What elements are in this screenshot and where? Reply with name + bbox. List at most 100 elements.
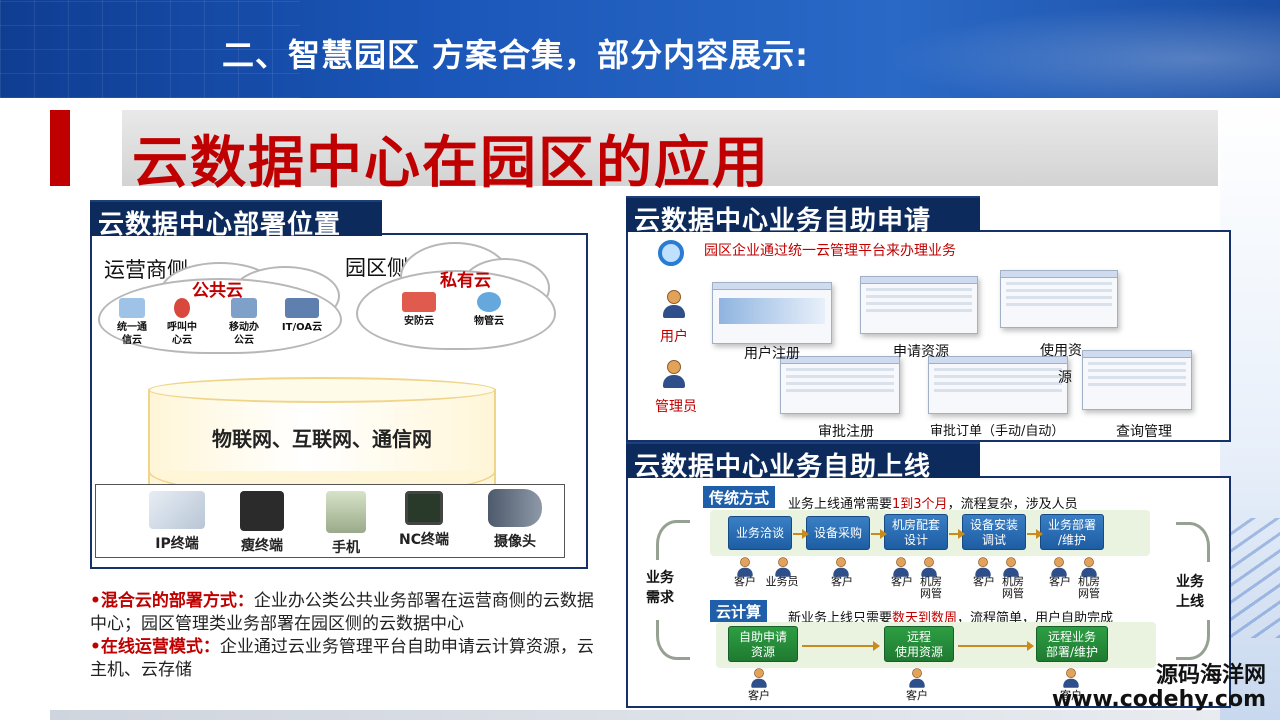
- main-title: 云数据中心在园区的应用: [132, 130, 770, 196]
- it-oa-cloud-label: IT/OA云: [281, 322, 323, 333]
- screenshot-approve-order: [928, 356, 1068, 414]
- flow-arrow: [949, 529, 965, 539]
- online-heading: 云数据中心业务自助上线: [626, 442, 980, 482]
- step-apply-resource: 申请资源: [893, 344, 949, 360]
- it-oa-cloud-icon: IT/OA云: [274, 298, 330, 334]
- cylinder-body: [148, 389, 496, 485]
- person-icon: [1051, 557, 1067, 577]
- flow-step-remote-use: 远程 使用资源: [884, 626, 954, 662]
- network-label: 物联网、互联网、通信网: [212, 427, 432, 451]
- thin-client-label: 瘦终端: [241, 538, 283, 554]
- role-customer: 客户: [906, 689, 928, 702]
- security-cloud-label: 安防云: [404, 316, 434, 327]
- ie-browser-icon: [658, 240, 684, 266]
- park-side-label: 园区侧: [345, 256, 408, 280]
- flow-step-remote-deploy: 远程业务 部署/维护: [1036, 626, 1108, 662]
- header-banner: 二、智慧园区 方案合集，部分内容展示:: [0, 0, 1280, 98]
- role-customer: 客户: [973, 575, 995, 588]
- flow-arrow: [958, 641, 1034, 651]
- nc-terminal-label: NC终端: [399, 532, 449, 548]
- camera-icon: 摄像头: [480, 489, 550, 551]
- person-icon: [1081, 557, 1097, 577]
- hybrid-cloud-paragraph: •混合云的部署方式：企业办公类公共业务部署在运营商侧的云数据中心；园区管理类业务…: [90, 590, 595, 636]
- curve-arrow-icon: [1176, 522, 1210, 562]
- security-cloud-icon: 安防云: [396, 292, 442, 328]
- person-icon: [921, 557, 937, 577]
- screenshot-apply: [860, 276, 978, 334]
- devices-box: IP终端 瘦终端 手机 NC终端 摄像头: [95, 484, 565, 558]
- nc-terminal-icon: NC终端: [392, 491, 456, 549]
- screenshot-use: [1000, 270, 1118, 328]
- step-use-resource-cont: 源: [1058, 370, 1072, 386]
- step-approve-order: 审批订单（手动/自动）: [930, 424, 1065, 439]
- property-cloud-icon: 物管云: [466, 292, 512, 328]
- role-customer: 客户: [1060, 689, 1082, 702]
- screenshot-query: [1082, 350, 1192, 410]
- title-box: [122, 110, 1218, 186]
- camera-label: 摄像头: [494, 534, 536, 550]
- role-room-admin: 机房 网管: [920, 575, 942, 600]
- flow-step-install: 设备安装 调试: [962, 514, 1026, 550]
- unified-comm-cloud-label: 统一通 信云: [117, 322, 147, 346]
- person-icon: [975, 557, 991, 577]
- online-ops-key: •在线运营模式：: [90, 637, 220, 657]
- role-customer: 客户: [1049, 575, 1071, 588]
- traditional-desc: 业务上线通常需要1到3个月，流程复杂，涉及人员: [788, 493, 1078, 512]
- header-title: 二、智慧园区 方案合集，部分内容展示:: [222, 36, 809, 74]
- network-cylinder: 物联网、互联网、通信网: [148, 377, 496, 499]
- bottom-bar-decoration: [50, 710, 1220, 720]
- traditional-text-post: ，流程复杂，涉及人员: [947, 497, 1078, 512]
- watermark-line2: www.codehy.com: [1051, 687, 1266, 712]
- selfservice-intro: 园区企业通过统一云管理平台来办理业务: [704, 243, 956, 259]
- mobile-phone-label: 手机: [332, 540, 360, 556]
- step-approve-register: 审批注册: [818, 424, 874, 440]
- traditional-tag: 传统方式: [703, 486, 776, 508]
- cylinder-top: [148, 377, 496, 403]
- call-center-cloud-icon: 呼叫中 心云: [164, 298, 200, 347]
- watermark-line1: 源码海洋网: [1155, 663, 1266, 688]
- flow-step-deploy: 业务部署 /维护: [1040, 514, 1104, 550]
- person-icon: [833, 557, 849, 577]
- role-customer: 客户: [734, 575, 756, 588]
- role-salesman: 业务员: [765, 575, 799, 588]
- deployment-description: •混合云的部署方式：企业办公类公共业务部署在运营商侧的云数据中心；园区管理类业务…: [90, 590, 595, 682]
- flow-arrow: [1027, 529, 1043, 539]
- screenshot-register: [712, 282, 832, 344]
- flow-step-procure: 设备采购: [806, 516, 870, 550]
- person-icon: [751, 668, 767, 688]
- step-query-manage: 查询管理: [1116, 424, 1172, 440]
- user-avatar-icon: [663, 290, 685, 318]
- call-center-cloud-label: 呼叫中 心云: [167, 322, 197, 346]
- person-icon: [909, 668, 925, 688]
- flow-arrow: [802, 641, 880, 651]
- screenshot-approve-register: [780, 356, 900, 414]
- step-use-resource: 使用资: [1040, 343, 1082, 359]
- user-role-label: 用户: [660, 329, 688, 345]
- ip-terminal-icon: IP终端: [142, 491, 212, 553]
- private-cloud-shape: [356, 270, 556, 350]
- online-line1: 业务: [1176, 574, 1204, 590]
- role-customer: 客户: [748, 689, 770, 702]
- title-accent-bar: [50, 110, 70, 186]
- curve-arrow-icon: [656, 520, 690, 560]
- online-ops-paragraph: •在线运营模式：企业通过云业务管理平台自助申请云计算资源，云主机、云存储: [90, 636, 595, 682]
- business-online-label: 业务上线: [1176, 572, 1204, 612]
- traditional-text-pre: 业务上线通常需要: [788, 497, 893, 512]
- flow-arrow: [793, 529, 809, 539]
- business-demand-label: 业务需求: [646, 568, 674, 608]
- step-user-register: 用户注册: [744, 346, 800, 362]
- property-cloud-label: 物管云: [474, 316, 504, 327]
- role-room-admin: 机房 网管: [1078, 575, 1100, 600]
- hybrid-cloud-key: •混合云的部署方式：: [90, 591, 254, 611]
- person-icon: [893, 557, 909, 577]
- online-ops-text: 企业通过云业务管理平台自助申请云计算资源，云主机、云存储: [90, 637, 594, 680]
- thin-client-icon: 瘦终端: [232, 491, 292, 555]
- role-room-admin: 机房 网管: [1002, 575, 1024, 600]
- mobile-phone-icon: 手机: [316, 491, 376, 557]
- person-icon: [775, 557, 791, 577]
- ip-terminal-label: IP终端: [155, 536, 199, 552]
- admin-avatar-icon: [663, 360, 685, 388]
- curve-arrow-icon: [656, 620, 690, 660]
- cloud-tag: 云计算: [710, 600, 768, 622]
